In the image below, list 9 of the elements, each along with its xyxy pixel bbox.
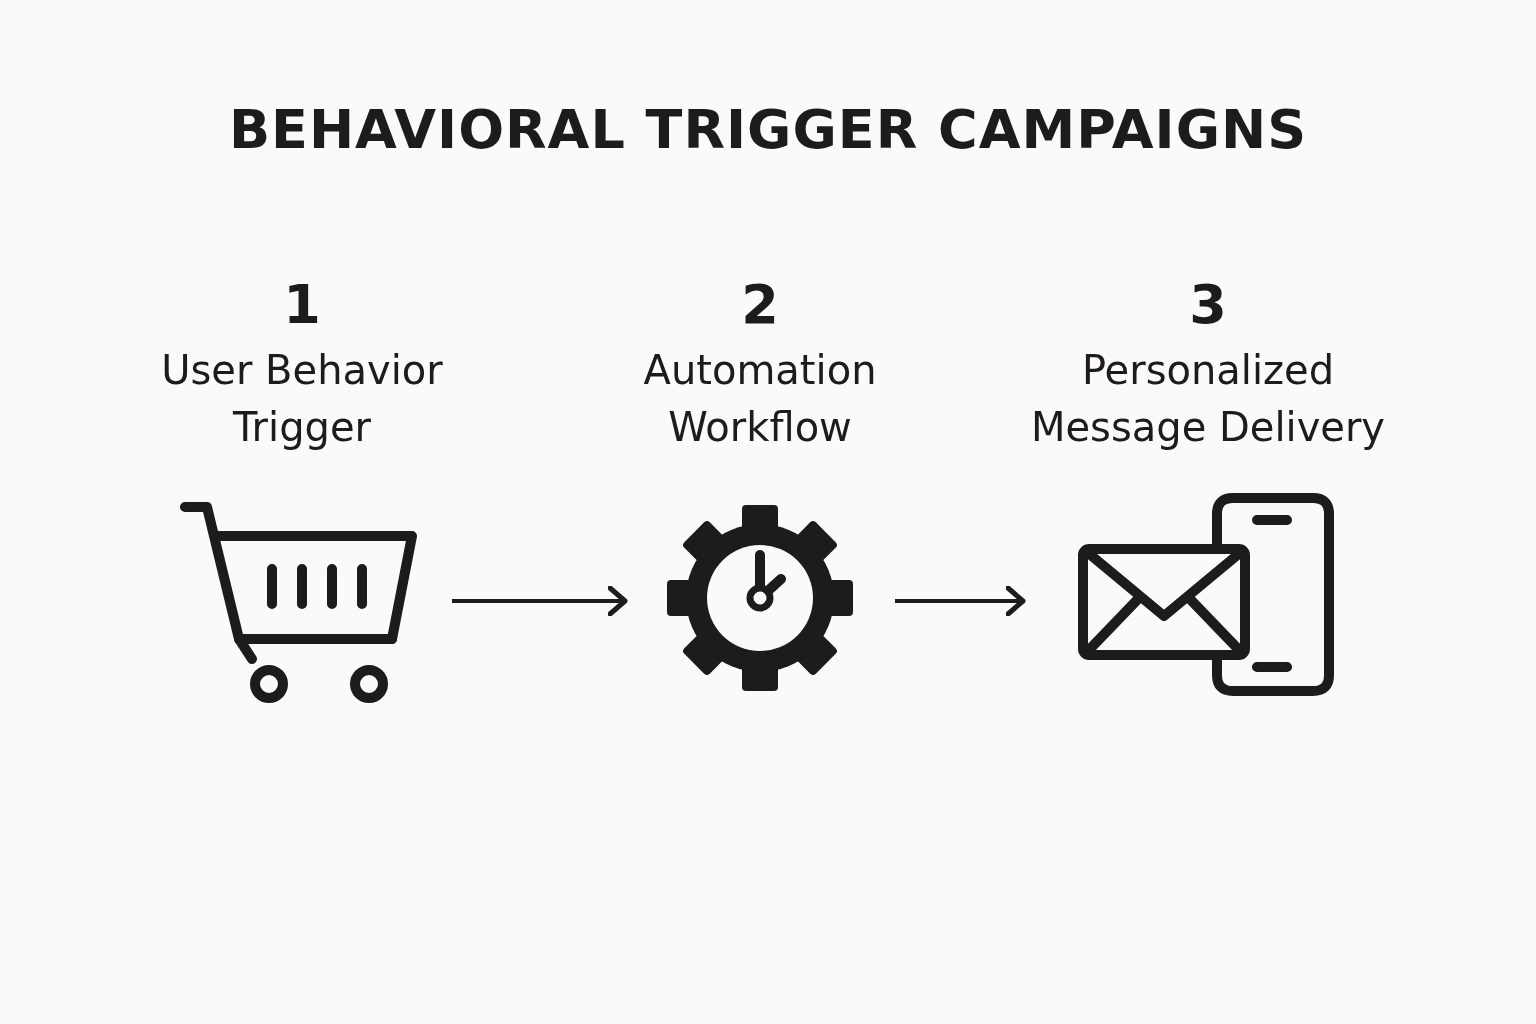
step-label: Personalized Message Delivery xyxy=(1029,346,1387,452)
step-number: 3 xyxy=(1189,272,1227,338)
arrow xyxy=(452,585,628,617)
title: BEHAVIORAL TRIGGER CAMPAIGNS xyxy=(227,98,1309,161)
step-label: User Behavior Trigger xyxy=(160,346,444,452)
step-number: 2 xyxy=(741,272,779,338)
arrow xyxy=(895,585,1026,617)
step-number: 1 xyxy=(283,272,321,338)
step-label: Automation Workflow xyxy=(642,346,878,452)
